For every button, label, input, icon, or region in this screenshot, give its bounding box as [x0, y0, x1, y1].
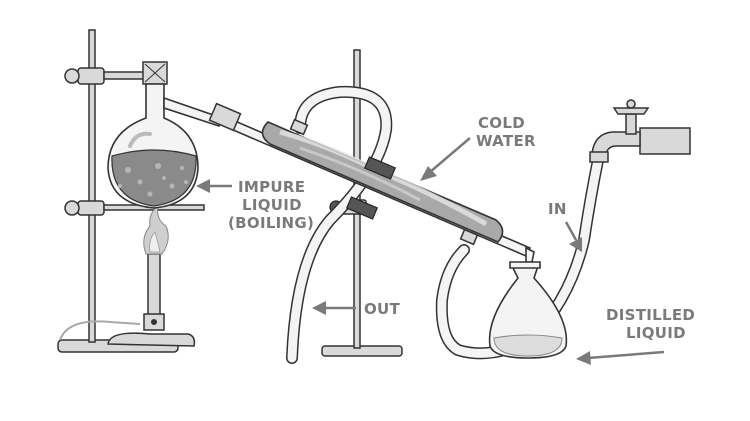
- water-tap: [589, 99, 691, 163]
- upper-clamp-knob: [64, 68, 80, 84]
- distilled-liquid-pool: [493, 334, 563, 357]
- upper-clamp: [77, 67, 105, 85]
- round-bottom-flask: [107, 83, 224, 209]
- label-cold: COLD: [478, 114, 525, 132]
- tap-spout: [591, 131, 641, 155]
- label-water: WATER: [476, 132, 536, 150]
- flask-connector: [208, 102, 242, 132]
- cold-water-arrow: [429, 137, 471, 173]
- arrows: [196, 137, 665, 365]
- receiving-flask: [488, 261, 568, 359]
- stand-rod-left: [88, 29, 96, 343]
- flask-side-arm: [163, 96, 224, 127]
- stand-base-middle: [321, 345, 403, 357]
- conical-flask: [488, 265, 568, 359]
- distilled-arrow: [587, 350, 665, 360]
- jacket-clamp-lower: [345, 196, 379, 220]
- tap-handle: [612, 107, 650, 115]
- label-distilled-liquid: LIQUID: [626, 324, 686, 342]
- burner-barrel: [147, 253, 161, 321]
- boiling-liquid: [111, 149, 197, 207]
- tap-pipe: [639, 127, 691, 155]
- label-out: OUT: [364, 300, 401, 318]
- jacket-clamp-upper: [363, 156, 397, 180]
- lower-clamp: [77, 200, 105, 216]
- in-arrow: [564, 221, 578, 241]
- label-in: IN: [548, 200, 567, 218]
- upper-clamp-arm: [103, 71, 147, 80]
- burner-base: [107, 332, 196, 347]
- label-impure: IMPURE: [238, 178, 305, 196]
- label-liquid: LIQUID: [242, 196, 302, 214]
- lower-clamp-knob: [64, 200, 80, 216]
- label-boiling: (BOILING): [228, 214, 314, 232]
- label-distilled: DISTILLED: [606, 306, 695, 324]
- labels: COLD WATER IMPURE LIQUID (BOILING) IN OU…: [228, 114, 695, 342]
- bunsen-burner: [59, 204, 196, 347]
- liebig-condenser: [208, 102, 535, 263]
